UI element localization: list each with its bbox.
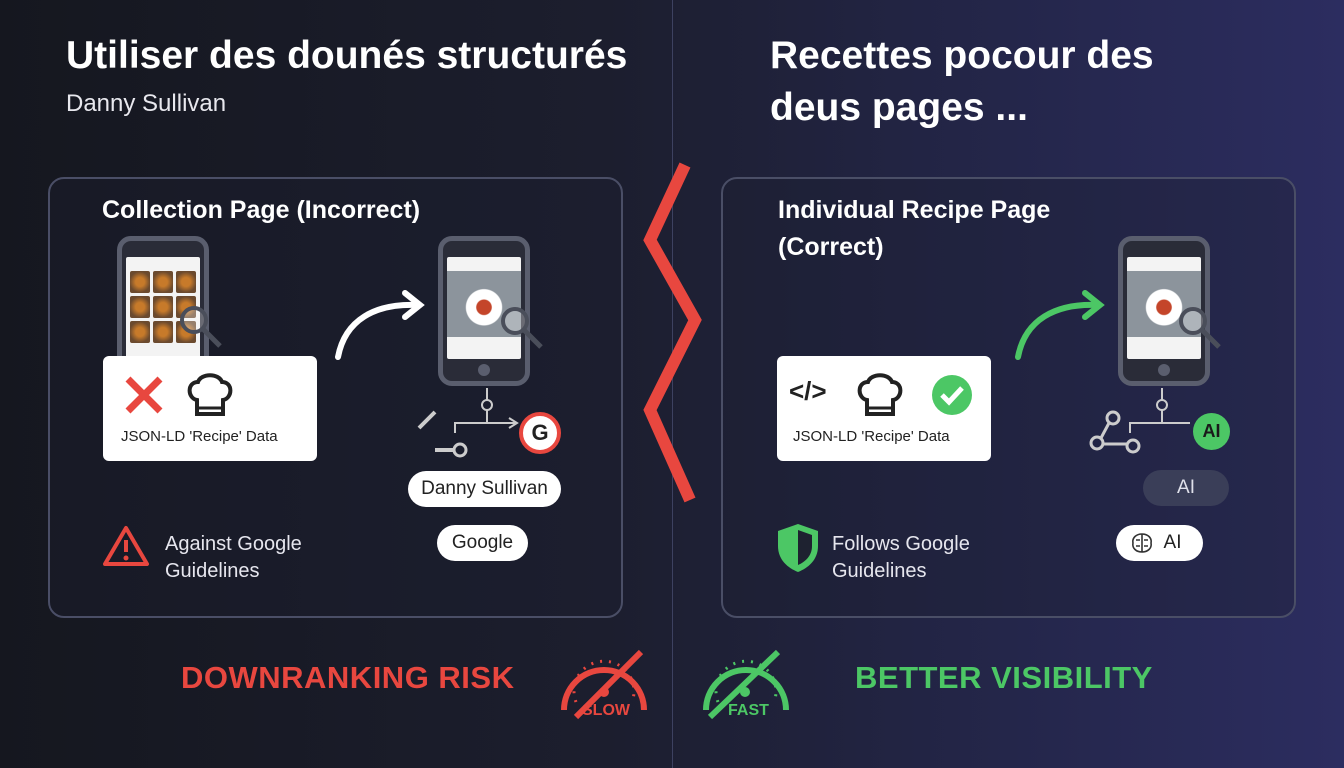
slow-gauge-icon (561, 649, 647, 720)
network-flow-icon (1089, 388, 1190, 454)
chef-hat-icon (857, 373, 903, 416)
check-icon (932, 375, 972, 415)
fast-label: FAST (728, 702, 769, 719)
pill-google: Google (437, 525, 528, 561)
against-guidelines-text: Against Google Guidelines (165, 533, 302, 582)
magnifier-icon (501, 307, 543, 349)
pill-danny-sullivan: Danny Sullivan (408, 471, 561, 507)
left-heading: Utiliser des dounés structurés (66, 34, 628, 77)
shield-icon (778, 524, 818, 572)
link-flow-icon (417, 388, 519, 458)
pill-ai-brain-label: AI (1163, 532, 1182, 553)
phone-individual-recipe (1118, 236, 1210, 386)
author-name: Danny Sullivan (66, 90, 227, 117)
curved-arrow-green-icon (1015, 290, 1105, 360)
center-divider (672, 0, 673, 768)
cross-icon (125, 376, 163, 414)
warning-icon (103, 526, 149, 566)
google-badge: G (519, 412, 561, 454)
pill-ai-brain: AI (1116, 525, 1203, 561)
ai-badge: AI (1193, 413, 1230, 450)
magnifier-icon (180, 306, 222, 348)
code-icon: </> (789, 376, 827, 406)
follows-guidelines-text: Follows Google Guidelines (832, 533, 970, 582)
recipe-data-box-incorrect: JSON-LD 'Recipe' Data (103, 356, 317, 461)
slow-label: SLOW (582, 702, 630, 719)
curved-arrow-icon (335, 290, 425, 360)
recipe-data-label: JSON-LD 'Recipe' Data (793, 428, 950, 445)
downranking-risk-label: DOWNRANKING RISK (181, 660, 515, 695)
fast-gauge-icon (703, 649, 789, 720)
collection-card-title: Collection Page (Incorrect) (102, 196, 421, 224)
better-visibility-label: BETTER VISIBILITY (855, 660, 1153, 695)
recipe-data-label: JSON-LD 'Recipe' Data (121, 428, 278, 445)
chef-hat-icon (187, 373, 233, 416)
individual-card-title: Individual Recipe Page (Correct) (778, 196, 1051, 261)
magnifier-icon (1179, 307, 1221, 349)
brain-icon (1132, 533, 1152, 553)
pill-ai: AI (1143, 470, 1229, 506)
zigzag-separator-icon (643, 162, 702, 503)
recipe-data-box-correct: </> JSON-LD 'Recipe' Data (777, 356, 991, 461)
right-heading: Recettes pocour des deus pages ... (770, 34, 1154, 129)
